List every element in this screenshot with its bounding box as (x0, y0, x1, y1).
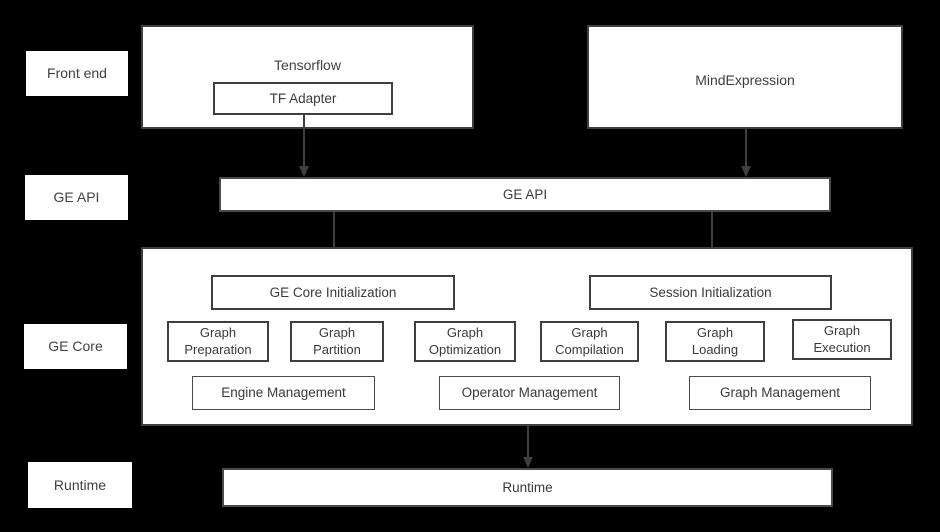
graph-execution-box[interactable]: Graph Execution (792, 319, 892, 360)
graph-loading-label: Graph Loading (691, 325, 739, 357)
stage-label-runtime: Runtime (28, 462, 132, 508)
graph-compilation-box[interactable]: Graph Compilation (540, 321, 639, 362)
tf-adapter-label: TF Adapter (269, 90, 337, 106)
graph-optimization-box[interactable]: Graph Optimization (414, 321, 516, 362)
graph-execution-label: Graph Execution (813, 323, 871, 355)
ge-api-bar-label: GE API (502, 186, 548, 202)
stage-label-runtime-text: Runtime (53, 476, 107, 493)
graph-optimization-label: Graph Optimization (428, 325, 502, 357)
operator-management-label: Operator Management (461, 385, 598, 401)
mindexpression-panel[interactable]: MindExpression (587, 25, 903, 129)
graph-management-label: Graph Management (719, 385, 841, 401)
graph-partition-box[interactable]: Graph Partition (290, 321, 384, 362)
stage-label-ge-api: GE API (25, 175, 128, 220)
graph-preparation-box[interactable]: Graph Preparation (167, 321, 269, 362)
engine-management-label: Engine Management (221, 385, 346, 401)
ge-api-bar[interactable]: GE API (219, 177, 831, 212)
session-initialization-box[interactable]: Session Initialization (589, 275, 832, 310)
graph-loading-box[interactable]: Graph Loading (665, 321, 765, 362)
stage-label-ge-api-text: GE API (53, 189, 100, 206)
stage-label-front-end-text: Front end (47, 65, 107, 82)
engine-management-box[interactable]: Engine Management (192, 376, 375, 410)
mindexpression-panel-title: MindExpression (695, 72, 795, 88)
session-initialization-label: Session Initialization (649, 284, 772, 300)
graph-compilation-label: Graph Compilation (555, 325, 624, 357)
tensorflow-panel-title: Tensorflow (274, 57, 341, 73)
runtime-bar-label: Runtime (502, 479, 553, 495)
operator-management-box[interactable]: Operator Management (439, 376, 620, 410)
graph-preparation-label: Graph Preparation (184, 325, 252, 357)
stage-label-front-end: Front end (26, 51, 128, 96)
graph-management-box[interactable]: Graph Management (689, 376, 871, 410)
ge-core-initialization-box[interactable]: GE Core Initialization (211, 275, 455, 310)
stage-label-ge-core-text: GE Core (48, 338, 103, 355)
stage-label-ge-core: GE Core (24, 324, 127, 369)
ge-core-initialization-label: GE Core Initialization (269, 284, 397, 300)
runtime-bar[interactable]: Runtime (222, 468, 833, 507)
tf-adapter-box[interactable]: TF Adapter (213, 82, 393, 115)
graph-partition-label: Graph Partition (313, 325, 361, 357)
